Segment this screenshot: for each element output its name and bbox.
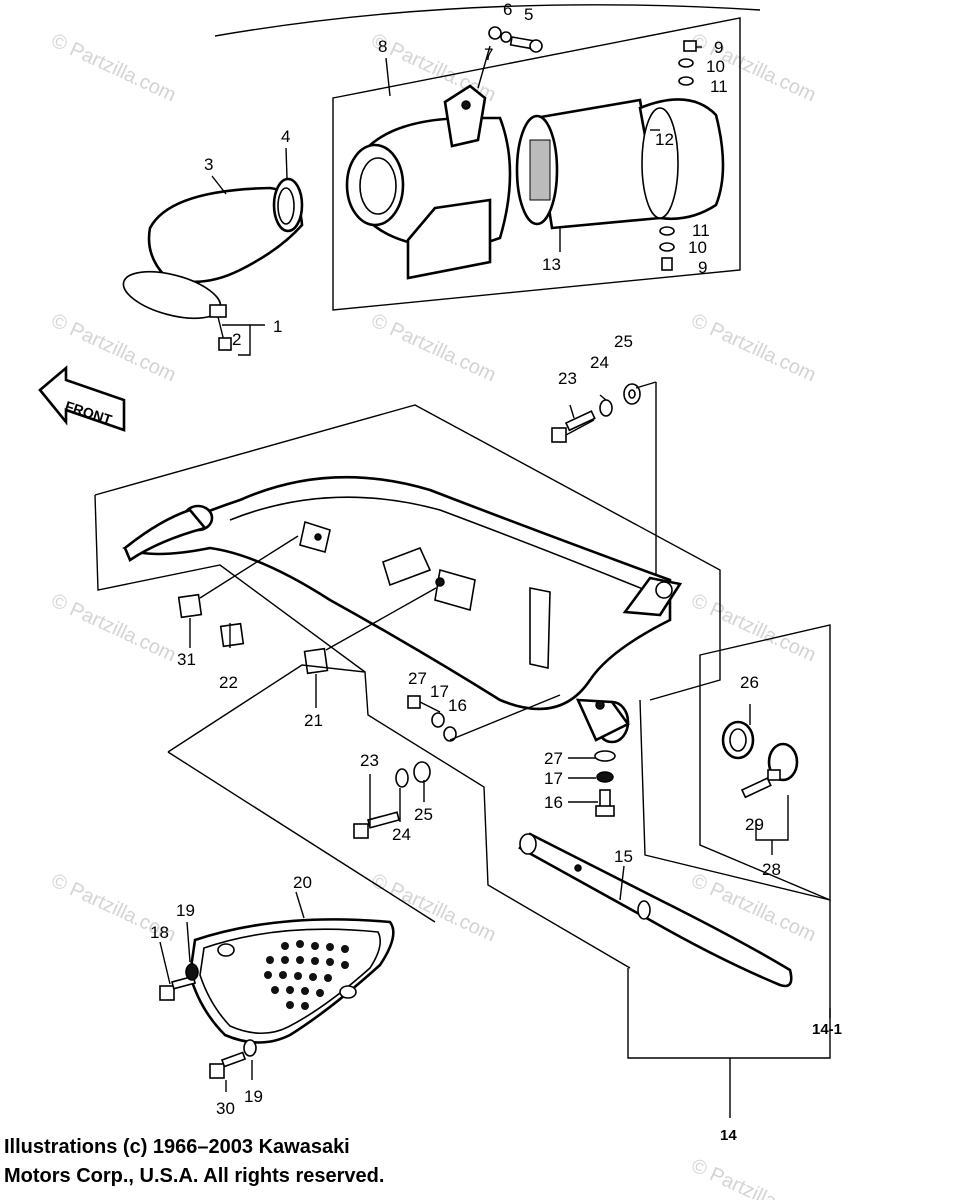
callout-13: 13: [542, 255, 561, 274]
callout-20: 20: [293, 873, 312, 892]
callout-25: 25: [614, 332, 633, 351]
callout-28: 28: [762, 860, 781, 879]
copyright-line-2: Motors Corp., U.S.A. All rights reserved…: [4, 1165, 385, 1187]
muffler-clips: [177, 593, 329, 675]
callout-8: 8: [378, 37, 387, 56]
callout-25: 25: [414, 805, 433, 824]
watermark: © Partzilla.com: [368, 310, 499, 387]
callout-30: 30: [216, 1099, 235, 1118]
lower-group-box: [167, 751, 436, 923]
callout-1: 1: [273, 317, 282, 336]
callout-31: 31: [177, 650, 196, 669]
front-direction-arrow: FRONT: [38, 365, 126, 432]
callout-9: 9: [714, 38, 723, 57]
air-cleaner-housing: [345, 84, 512, 280]
callout-10: 10: [706, 57, 725, 76]
lower-group-box: [167, 664, 631, 969]
watermark: © Partzilla.com: [48, 590, 179, 667]
callout-10: 10: [688, 238, 707, 257]
callout-9: 9: [698, 258, 707, 277]
callout-11: 11: [692, 221, 710, 240]
air-cleaner-group-box: [332, 17, 741, 311]
callout-24: 24: [392, 825, 411, 844]
callout-23: 23: [558, 369, 577, 388]
watermark: © Partzilla.com: [48, 30, 179, 107]
tail-pipe: [518, 699, 831, 988]
watermark: © Partzilla.com: [688, 1155, 819, 1200]
callout-17: 17: [544, 769, 563, 788]
copyright-notice: Illustrations (c) 1966–2003 Kawasaki Mot…: [4, 1133, 384, 1191]
callout-4: 4: [281, 127, 290, 146]
callout-27: 27: [544, 749, 563, 768]
heat-guard: [188, 918, 395, 1044]
callout-7: 7: [484, 45, 493, 64]
callout-24: 24: [590, 353, 609, 372]
housing-hardware: [488, 26, 702, 271]
callout-3: 3: [204, 155, 213, 174]
frame-arc: [214, 4, 761, 37]
callout-22: 22: [219, 673, 238, 692]
middle-mount-hardware: [407, 695, 457, 742]
callout-27: 27: [408, 669, 427, 688]
leader-lines: [159, 45, 831, 1118]
copyright-line-1: Illustrations (c) 1966–2003 Kawasaki: [4, 1136, 350, 1158]
air-cleaner-cap: [638, 98, 725, 220]
upper-mount-hardware: [551, 383, 641, 443]
callout-16: 16: [544, 793, 563, 812]
callout-19: 19: [176, 901, 195, 920]
lower-bracket-hardware: [353, 761, 431, 839]
callouts: 1 2 3 4 5 6 7 8 9 10 11 12 13 11 10 9 23…: [150, 0, 842, 1144]
air-filter-element: [515, 98, 662, 230]
callout-16: 16: [448, 696, 467, 715]
callout-12: 12: [655, 130, 674, 149]
callout-14: 14: [720, 1127, 737, 1144]
watermark: © Partzilla.com: [688, 590, 819, 667]
callout-6: 6: [503, 0, 512, 19]
heat-guard-hardware: [159, 963, 257, 1079]
callout-15: 15: [614, 847, 633, 866]
callout-17: 17: [430, 682, 449, 701]
watermark: © Partzilla.com: [48, 310, 179, 387]
intake-duct: [122, 177, 304, 351]
callout-29: 29: [745, 815, 764, 834]
air-cleaner-group: [332, 17, 741, 311]
callout-21: 21: [304, 711, 323, 730]
callout-5: 5: [524, 5, 533, 24]
lower-mount-hardware: [594, 750, 616, 817]
callout-14-1: 14-1: [812, 1021, 842, 1038]
callout-26: 26: [740, 673, 759, 692]
watermark: © Partzilla.com: [688, 310, 819, 387]
callout-11: 11: [710, 77, 728, 96]
muffler-group: [94, 404, 721, 744]
callout-23: 23: [360, 751, 379, 770]
callout-19: 19: [244, 1087, 263, 1106]
callout-18: 18: [150, 923, 169, 942]
callout-2: 2: [232, 330, 241, 349]
